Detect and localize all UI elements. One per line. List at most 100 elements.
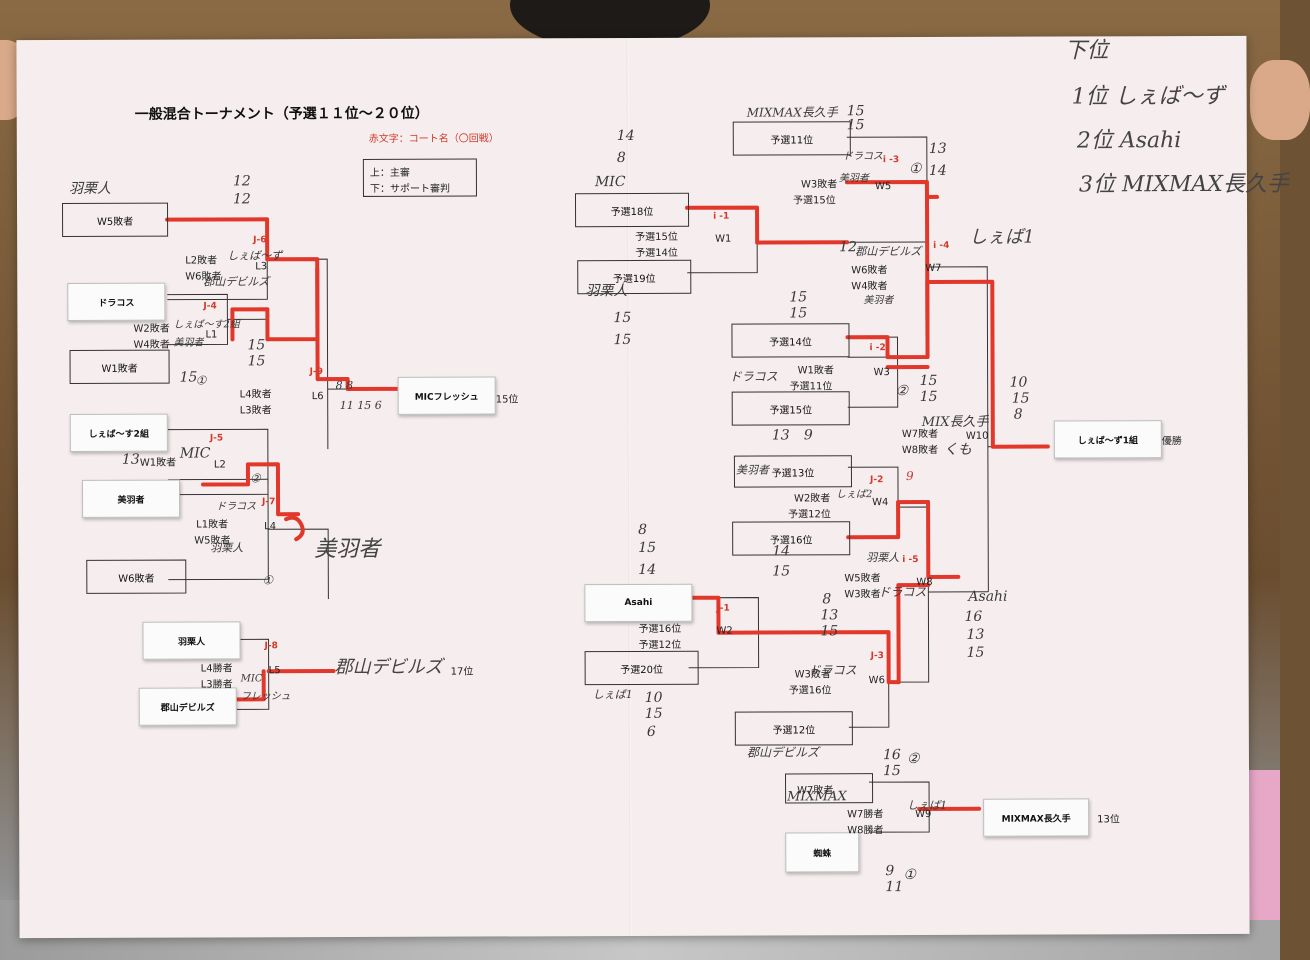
handwritten-note: 羽栗人 bbox=[585, 283, 628, 300]
handwritten-note: しぇば～す2組 bbox=[173, 319, 240, 331]
handwritten-note: 10 bbox=[644, 689, 663, 706]
handwritten-note: ① bbox=[262, 573, 274, 588]
handwritten-note: 15 bbox=[966, 644, 985, 661]
place-label: 13位 bbox=[1097, 814, 1120, 826]
slot-label: W1 bbox=[715, 233, 732, 245]
slot-label: 予選12位 bbox=[788, 509, 831, 521]
handwritten-note: 郡山デビルズ bbox=[746, 745, 819, 760]
slot-label: L5 bbox=[268, 665, 281, 677]
handwritten-note: MIXMAX長久手 bbox=[746, 105, 838, 120]
handwritten-note: 郡山デビルズ bbox=[855, 244, 922, 259]
slot-label: W3 bbox=[873, 367, 890, 379]
slot-label: 予選15位 bbox=[792, 195, 836, 207]
handwritten-note: 15 bbox=[613, 310, 632, 327]
handwritten-note: 14 bbox=[928, 162, 947, 179]
handwritten-note: 6 bbox=[646, 723, 656, 740]
tournament-sheet: 一般混合トーナメント（予選１１位～２０位） 赤文字：コート名（〇回戦） 上：主審… bbox=[16, 35, 1289, 939]
slot-label: W8勝者 bbox=[847, 825, 884, 837]
slot-label: L1敗者 bbox=[196, 519, 229, 531]
slot-label: L2 bbox=[213, 459, 226, 471]
slot-label: L4敗者 bbox=[239, 389, 272, 401]
slot-label: W2敗者 bbox=[794, 493, 831, 505]
handwritten-note: 8 8 bbox=[335, 378, 354, 393]
handwritten-note: 15 bbox=[846, 117, 865, 134]
handwritten-note: ② bbox=[895, 383, 909, 400]
court-code: i -2 bbox=[869, 343, 886, 354]
handwritten-note: 15 bbox=[919, 388, 938, 405]
handwritten-note: 13 bbox=[928, 140, 947, 157]
slot-label: W1敗者 bbox=[797, 365, 834, 377]
place-label: 15位 bbox=[495, 394, 519, 406]
team-sticker: 蜘蛛 bbox=[785, 832, 860, 873]
slot-label: W6 bbox=[868, 675, 885, 687]
court-code: J-9 bbox=[309, 367, 323, 378]
slot-label: 予選14位 bbox=[635, 247, 678, 259]
handwritten-note: 15 bbox=[247, 337, 266, 354]
slot-label: 予選11位 bbox=[789, 381, 833, 393]
handwritten-note: 羽栗人 bbox=[866, 551, 900, 565]
handwritten-note: 15 bbox=[820, 623, 839, 640]
ranking-second: 2位 Asahi bbox=[1076, 128, 1182, 154]
handwritten-note: 15 bbox=[919, 372, 938, 389]
handwritten-note: 14 bbox=[772, 543, 791, 560]
handwritten-note: 15 bbox=[638, 539, 657, 556]
slot-label: W7 bbox=[925, 262, 942, 274]
slot-label: W5敗者 bbox=[844, 573, 881, 585]
slot-box: 予選20位 bbox=[584, 650, 699, 686]
court-code: J-7 bbox=[262, 497, 276, 508]
slot-box: 予選16位 bbox=[732, 521, 851, 556]
handwritten-note: 15 bbox=[247, 353, 266, 370]
handwritten-note: 15 bbox=[1011, 390, 1030, 407]
court-code: i -1 bbox=[713, 211, 730, 222]
slot-label: L3敗者 bbox=[239, 405, 272, 417]
handwritten-note: ② bbox=[906, 751, 920, 768]
handwritten-note: 14 bbox=[616, 127, 635, 145]
handwritten-note: ① bbox=[908, 160, 922, 178]
slot-box: 予選15位 bbox=[731, 391, 850, 426]
handwritten-note: しぇば1 bbox=[592, 688, 633, 702]
slot-label: 予選15位 bbox=[635, 231, 678, 243]
handwritten-note: 8 bbox=[616, 150, 626, 167]
team-sticker: 美羽者 bbox=[81, 479, 181, 518]
slot-label: W8敗者 bbox=[901, 444, 939, 457]
handwritten-note: 14 bbox=[638, 561, 657, 578]
slot-box: 予選11位 bbox=[732, 121, 851, 156]
slot-box: W6敗者 bbox=[86, 559, 187, 594]
handwritten-note: 11 bbox=[885, 879, 904, 896]
handwritten-note: 9 bbox=[885, 863, 895, 880]
ranking-header: 下位 bbox=[1064, 38, 1109, 64]
handwritten-note: ドラコス bbox=[216, 501, 257, 513]
handwritten-note: 13 bbox=[771, 427, 790, 444]
slot-label: W1敗者 bbox=[139, 457, 177, 469]
team-sticker: ドラコス bbox=[67, 282, 166, 321]
slot-label: W2敗者 bbox=[133, 323, 170, 335]
handwritten-note: Asahi bbox=[968, 588, 1008, 605]
court-note: 赤文字：コート名（〇回戦） bbox=[368, 133, 499, 145]
team-sticker: 郡山デビルズ bbox=[138, 687, 237, 726]
slot-label: L4勝者 bbox=[200, 663, 233, 675]
court-code: J-8 bbox=[264, 641, 278, 652]
handwritten-note: MIC bbox=[240, 673, 263, 685]
slot-label: L3勝者 bbox=[200, 679, 233, 691]
slot-label: W6敗者 bbox=[851, 265, 888, 277]
handwritten-note: ドラコス bbox=[842, 151, 883, 163]
team-sticker: MIXMAX長久手 bbox=[983, 798, 1090, 837]
slot-box: 予選12位 bbox=[734, 711, 853, 746]
slot-box: 予選18位 bbox=[574, 192, 690, 228]
slot-label: W4 bbox=[872, 497, 889, 509]
handwritten-note: 15 bbox=[789, 305, 808, 322]
handwritten-note: 15 bbox=[644, 705, 663, 722]
handwritten-note: 12 bbox=[839, 239, 858, 256]
handwritten-note: 9 bbox=[803, 427, 813, 444]
handwritten-note: ① bbox=[195, 373, 207, 388]
court-code: i -3 bbox=[882, 155, 900, 166]
handwritten-note: 13 bbox=[966, 626, 985, 643]
handwritten-note: しぇば1 bbox=[969, 226, 1035, 248]
team-sticker: MICフレッシュ bbox=[397, 376, 496, 415]
handwritten-note: 郡山デビルズ bbox=[334, 656, 443, 679]
sheet-title: 一般混合トーナメント（予選１１位～２０位） bbox=[134, 105, 429, 123]
ranking-third: 3位 MIXMAX長久手 bbox=[1078, 171, 1289, 198]
handwritten-note: 8 bbox=[822, 591, 832, 608]
handwritten-note: MIC bbox=[179, 445, 211, 462]
place-label: 17位 bbox=[450, 666, 474, 678]
